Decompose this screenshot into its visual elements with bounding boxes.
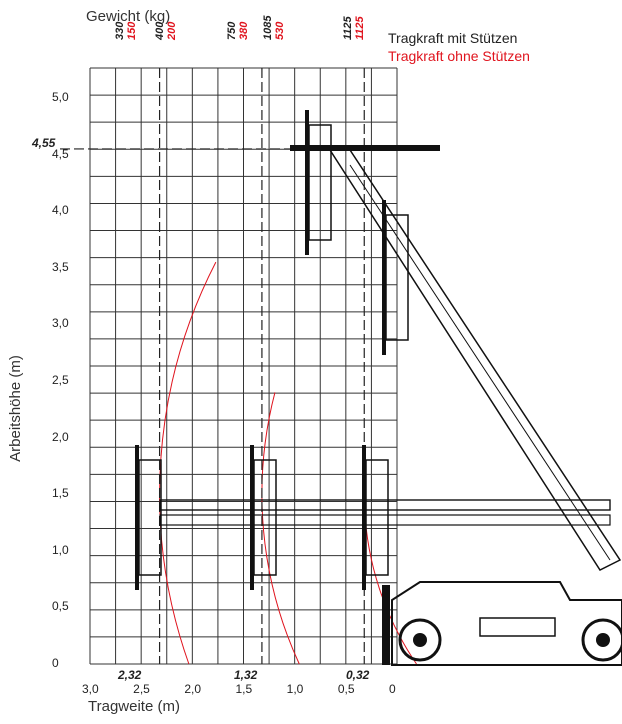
wheel-front	[398, 618, 442, 662]
basket-body	[308, 124, 332, 241]
y-tick-label: 0	[52, 656, 59, 670]
basket-frame	[362, 445, 366, 590]
boom-line	[349, 164, 611, 561]
reach-arc	[261, 392, 300, 665]
x-tick-label: 1,5	[235, 682, 253, 696]
x-tick-label: 0,5	[337, 682, 355, 696]
legend-without-outriggers: Tragkraft ohne Stützen	[388, 48, 530, 64]
load-label-with: 750	[226, 21, 238, 40]
reach-marker-1: 2,32	[118, 668, 142, 682]
y-tick-label: 5,0	[52, 90, 69, 104]
basket-body	[253, 459, 277, 576]
reach-marker-3: 0,32	[346, 668, 370, 682]
y-tick-label: 3,0	[52, 316, 69, 331]
boom-horizontal	[159, 514, 611, 526]
vehicle-panel	[479, 617, 556, 637]
x-tick-label: 2,0	[184, 682, 202, 696]
y-tick-label: 1,5	[52, 486, 69, 501]
load-label-with: 1125	[342, 16, 354, 40]
reach-arc	[159, 261, 217, 665]
load-label-without: 530	[274, 21, 286, 40]
basket-body	[365, 459, 389, 576]
basket-frame	[250, 445, 254, 590]
wheel-front-hub	[413, 633, 427, 647]
boom-horizontal	[159, 499, 611, 511]
x-tick-label: 1,0	[286, 682, 304, 696]
basket-body	[385, 214, 409, 341]
y-tick-label: 2,0	[52, 429, 69, 444]
y-tick-label: 0,5	[52, 599, 69, 614]
basket-frame	[382, 200, 386, 355]
x-tick-label: 0	[389, 682, 396, 696]
basket-frame	[305, 110, 309, 255]
y-tick-label: 4,5	[52, 146, 69, 161]
reach-marker-2: 1,32	[234, 668, 258, 682]
basket-body	[138, 459, 162, 576]
y-axis-title: Arbeitshöhe (m)	[6, 355, 24, 462]
y-tick-label: 4,0	[52, 203, 69, 218]
reach-arcs	[159, 261, 417, 665]
load-label-without: 150	[126, 21, 138, 40]
y-tick-label: 3,5	[52, 259, 69, 274]
weight-title: Gewicht (kg)	[86, 8, 171, 25]
wheel-rear	[581, 618, 622, 662]
grid	[89, 67, 398, 665]
outrigger	[382, 585, 390, 665]
reach-arc	[363, 505, 417, 665]
wheel-rear-hub	[596, 633, 610, 647]
platform-deck	[290, 145, 440, 151]
x-tick-label: 3,0	[82, 682, 99, 696]
load-label-with: 400	[154, 21, 166, 40]
y-tick-label: 1,0	[52, 542, 69, 557]
legend-with-outriggers: Tragkraft mit Stützen	[388, 30, 518, 46]
boom-inclined	[328, 149, 622, 571]
y-tick-label: 2,5	[52, 373, 69, 387]
load-label-with: 1085	[262, 15, 274, 40]
vehicle-body	[391, 581, 622, 666]
load-label-without: 200	[166, 21, 178, 40]
load-label-with: 330	[114, 21, 126, 40]
height-marker: 4,55	[32, 136, 56, 150]
machine-drawing	[135, 110, 622, 666]
load-label-without: 1125	[354, 16, 366, 40]
basket-frame	[135, 445, 139, 590]
x-axis-title: Tragweite (m)	[88, 698, 180, 715]
x-tick-label: 2,5	[133, 682, 150, 696]
load-label-without: 380	[238, 21, 250, 40]
